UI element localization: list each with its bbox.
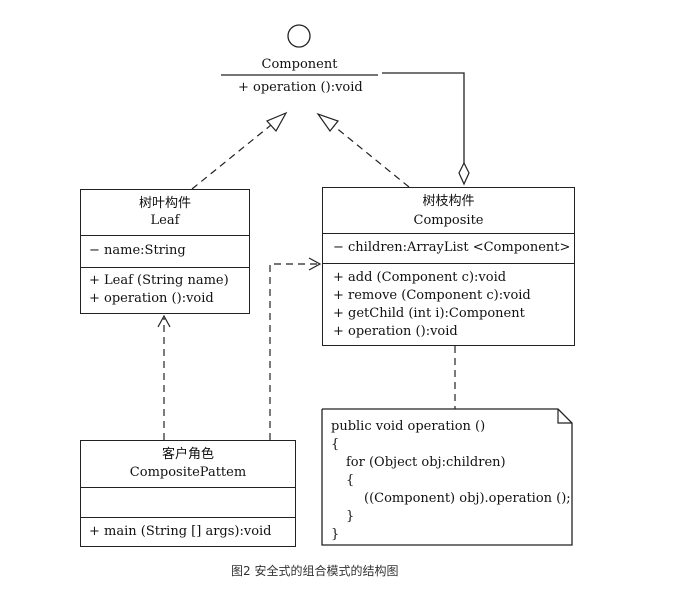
aggregation-diamond-icon (458, 161, 470, 186)
composite-attribute: − children:ArrayList <Component> (333, 240, 571, 255)
leaf-realization-arrowhead-icon (265, 111, 288, 133)
leaf-divider-1 (81, 235, 249, 236)
composite-op-getchild: + getChild (int i):Component (333, 306, 525, 321)
composite-class-box: 树枝构件 Composite − children:ArrayList <Com… (322, 187, 575, 346)
composite-realization-arrowhead-icon (316, 112, 339, 132)
leaf-class-box: 树叶构件 Leaf − name:String + Leaf (String n… (80, 189, 250, 314)
composite-divider-1 (323, 233, 574, 234)
note-line-2: { (331, 437, 340, 452)
leaf-name-en: Leaf (150, 213, 180, 228)
leaf-divider-2 (81, 267, 249, 268)
composite-op-add: + add (Component c):void (333, 270, 507, 285)
leaf-op-operation: + operation ():void (89, 291, 214, 306)
interface-circle-icon (287, 24, 311, 48)
note-line-7: } (331, 527, 340, 542)
leaf-attribute: − name:String (89, 243, 186, 258)
figure-caption: 图2 安全式的组合模式的结构图 (231, 564, 399, 578)
client-divider-2 (81, 517, 295, 518)
note-line-4: { (346, 473, 355, 488)
client-class-box: 客户角色 CompositePattem + main (String [] a… (80, 440, 296, 547)
client-composite-dependency-line (269, 263, 318, 440)
note-line-5: ((Component) obj).operation (); (364, 491, 571, 506)
leaf-realization-line (191, 120, 277, 190)
note-line-3: for (Object obj:children) (346, 455, 506, 470)
composite-name-en: Composite (413, 213, 484, 228)
note-shape (321, 408, 573, 546)
client-name-en: CompositePattem (129, 465, 247, 480)
client-name-cn: 客户角色 (161, 447, 214, 462)
client-leaf-arrowhead-icon (157, 314, 171, 328)
client-composite-arrowhead-icon (308, 257, 322, 271)
composite-name-cn: 树枝构件 (422, 194, 475, 209)
client-divider-1 (81, 487, 295, 488)
note-line-1: public void operation () (331, 419, 486, 434)
aggregation-line (382, 72, 465, 163)
leaf-name-cn: 树叶构件 (138, 196, 191, 211)
note-fold-icon (557, 409, 572, 424)
composite-realization-line (328, 121, 410, 188)
composite-divider-2 (323, 263, 574, 264)
note-line-6: } (346, 509, 355, 524)
component-operation: + operation ():void (238, 80, 363, 95)
component-title: Component (261, 57, 338, 72)
composite-op-operation: + operation ():void (333, 324, 458, 339)
client-op-main: + main (String [] args):void (89, 524, 272, 539)
composite-op-remove: + remove (Component c):void (333, 288, 531, 303)
leaf-op-constructor: + Leaf (String name) (89, 273, 229, 288)
